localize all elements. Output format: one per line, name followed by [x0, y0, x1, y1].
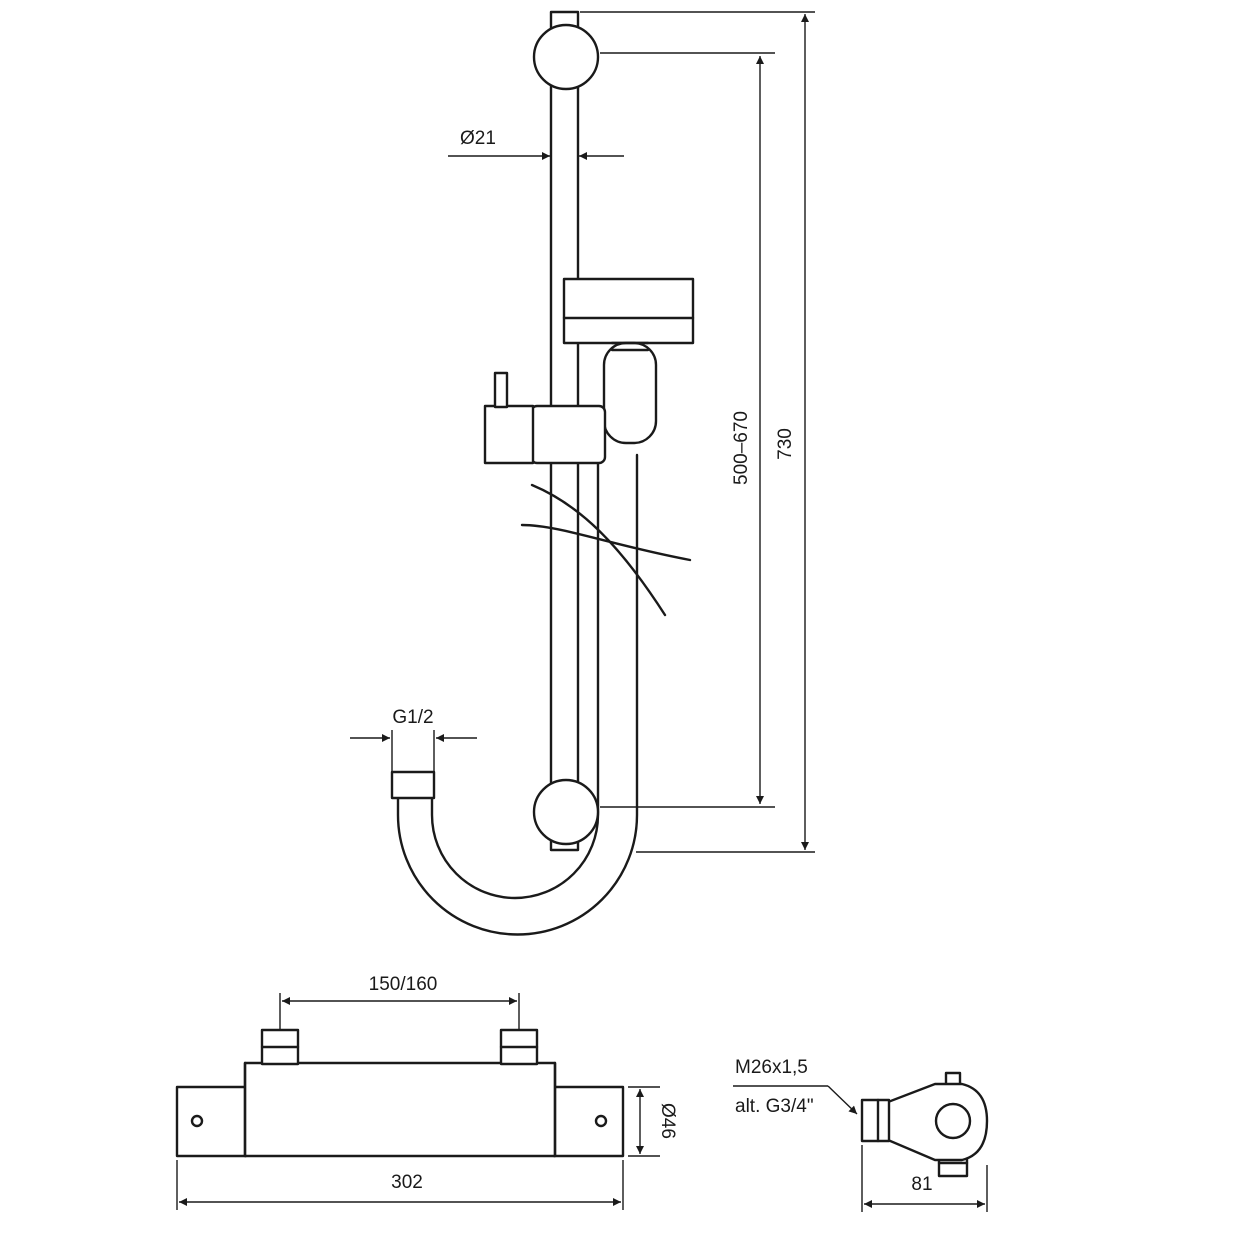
shower-hose	[396, 453, 639, 936]
bottom-wall-bracket	[532, 778, 600, 846]
hose-connection-label: G1/2	[392, 707, 433, 728]
outlet-thread-alt-label: alt. G3/4"	[735, 1096, 814, 1117]
hose-connection-dimension: G1/2	[350, 707, 477, 772]
outlet-thread-label: M26x1,5	[735, 1057, 808, 1078]
thermostat-front-view	[175, 1028, 625, 1158]
left-handle	[175, 1085, 248, 1158]
body-length-dimension: 302	[176, 1160, 624, 1210]
break-line-1	[530, 483, 667, 617]
pipe-diameter-label: Ø21	[460, 128, 496, 149]
slide-range-dimension: 500–670	[600, 52, 775, 808]
slider-clamp	[529, 404, 607, 465]
body-diameter-dimension: Ø46	[628, 1086, 678, 1157]
right-handle	[552, 1085, 625, 1158]
soap-dish-arm	[602, 341, 658, 445]
outlet-thread-callout: M26x1,5 alt. G3/4"	[733, 1057, 858, 1117]
shower-rail-assembly	[390, 10, 695, 936]
pipe-diameter-dimension: Ø21	[448, 128, 624, 160]
body-length-label: 302	[391, 1172, 423, 1193]
slider-holder	[483, 404, 535, 465]
side-depth-label: 81	[911, 1174, 932, 1195]
inlet-spacing-label: 150/160	[369, 974, 438, 995]
total-height-dimension: 730	[580, 11, 815, 853]
thermostat-side-view	[860, 1071, 989, 1178]
thermostat-body	[243, 1061, 557, 1158]
inlet-spacing-dimension: 150/160	[279, 974, 520, 1030]
side-outlet-circle	[934, 1102, 972, 1140]
hose-connector	[390, 770, 436, 800]
slider-lock-pin	[493, 371, 509, 409]
break-line-2	[520, 523, 692, 562]
body-diameter-label: Ø46	[657, 1103, 678, 1139]
top-wall-bracket	[532, 23, 600, 91]
left-screw	[190, 1114, 204, 1128]
slide-range-label: 500–670	[731, 411, 752, 485]
side-depth-dimension: 81	[861, 1145, 988, 1212]
side-outlet-connector	[860, 1098, 891, 1143]
total-height-label: 730	[775, 428, 796, 460]
right-screw	[594, 1114, 608, 1128]
soap-dish	[562, 277, 695, 345]
